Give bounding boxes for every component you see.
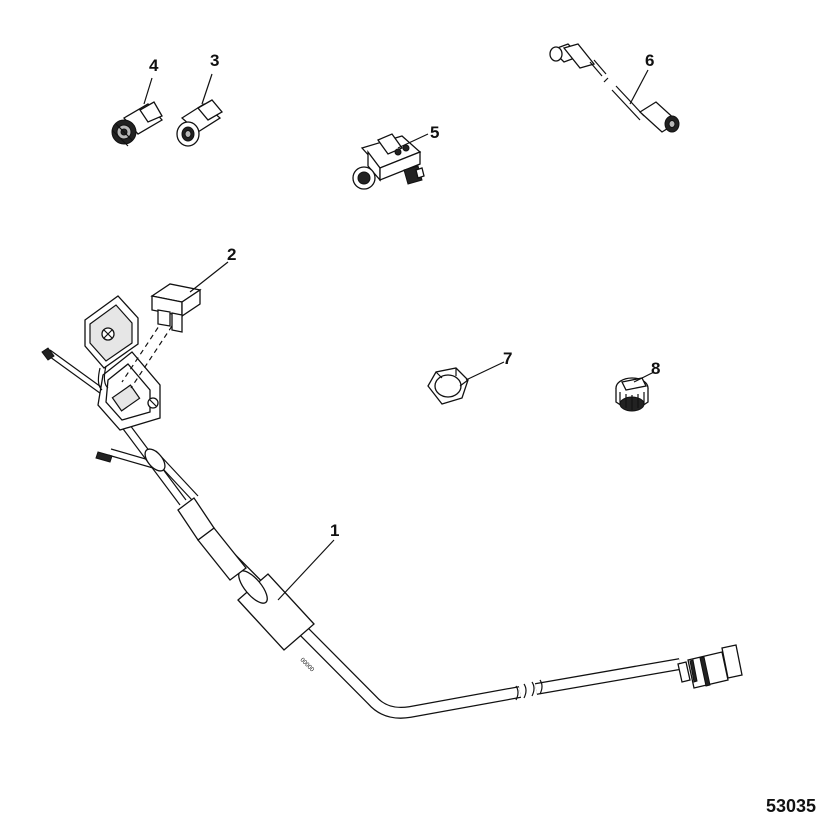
leader-lines: [143, 69, 655, 601]
tee-connector: [352, 133, 425, 190]
callout-8: 8: [651, 359, 660, 378]
callout-3: 3: [210, 51, 219, 70]
callout-7: 7: [503, 349, 512, 368]
harness-cable: 00000: [41, 295, 743, 719]
callout-6: 6: [645, 51, 654, 70]
drawing-number: 53035: [766, 796, 816, 816]
female-terminator: [176, 99, 223, 147]
callout-5: 5: [430, 123, 439, 142]
hex-nut: [427, 367, 469, 405]
connector-cap: [615, 377, 649, 412]
callout-4: 4: [149, 56, 159, 75]
extension-cable: [549, 43, 680, 133]
male-terminator: [111, 101, 164, 147]
svg-text:00000: 00000: [299, 657, 316, 674]
callout-1: 1: [330, 521, 339, 540]
blade-fuse: [150, 283, 202, 333]
callout-2: 2: [227, 245, 236, 264]
